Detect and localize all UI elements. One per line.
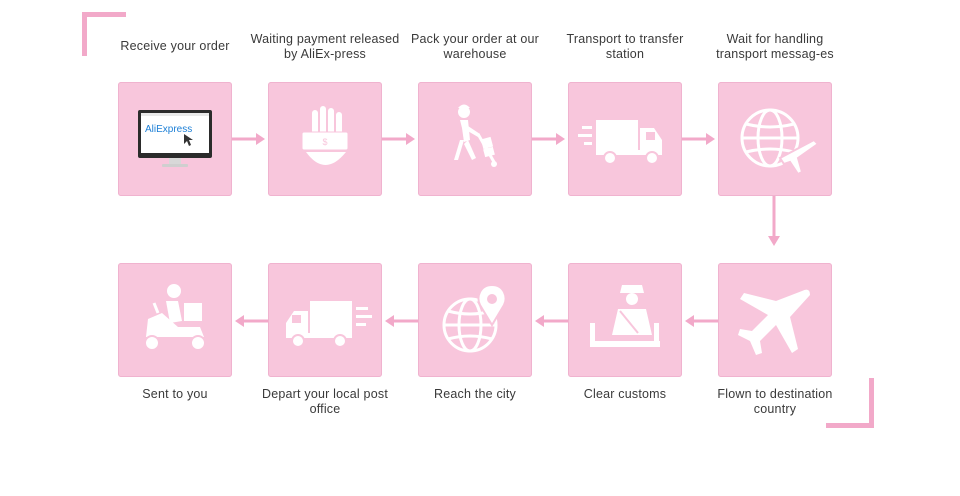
step-label-reach-city: Reach the city: [433, 387, 516, 401]
svg-text:$: $: [322, 137, 327, 147]
worker-cart-icon: [454, 104, 497, 167]
step-label-transport-station: Transport to transfer station: [566, 32, 684, 61]
flow-arrow-left: [385, 315, 418, 327]
flow-arrow-left: [685, 315, 718, 327]
flow-arrow-left: [235, 315, 268, 327]
aliexpress-screen-text: AliExpress: [145, 124, 192, 135]
step-tile-sent-to-you: [118, 263, 232, 377]
step-tile-depart-post-office: [268, 263, 382, 377]
flow-arrow-left: [535, 315, 568, 327]
globe-location-icon: [442, 283, 507, 353]
scooter-courier-icon: [144, 284, 206, 351]
step-tile-receive-order: AliExpress: [118, 82, 232, 196]
step-label-sent-to-you: Sent to you: [142, 387, 208, 401]
step-label-pack-order: Pack your order at our warehouse: [410, 32, 540, 61]
step-label-receive-order: Receive your order: [120, 39, 230, 53]
customs-officer-icon: [590, 285, 660, 347]
step-tile-clear-customs: [568, 263, 682, 377]
step-tile-flown-destination: [718, 263, 832, 377]
step-tile-wait-handling: [718, 82, 832, 196]
step-tile-waiting-payment: $: [268, 82, 382, 196]
flow-arrow-down: [768, 196, 780, 246]
computer-aliexpress-icon: AliExpress: [138, 110, 212, 167]
flow-arrow-right: [682, 133, 715, 145]
step-label-clear-customs: Clear customs: [583, 387, 667, 401]
airplane-icon: [738, 289, 810, 355]
step-label-waiting-payment: Waiting payment released by AliEx-press: [250, 32, 400, 61]
hand-payment-icon: $: [301, 106, 349, 165]
step-label-wait-handling: Wait for handling transport messag-es: [716, 32, 834, 61]
delivery-truck-icon: [286, 301, 372, 348]
step-tile-transport-station: [568, 82, 682, 196]
step-label-flown-destination: Flown to destination country: [717, 387, 833, 416]
flow-arrow-right: [232, 133, 265, 145]
flow-arrow-right: [382, 133, 415, 145]
flow-arrow-right: [532, 133, 565, 145]
step-tile-reach-city: [418, 263, 532, 377]
delivery-truck-icon: [578, 120, 662, 165]
globe-plane-icon: [740, 108, 820, 176]
step-label-depart-post-office: Depart your local post office: [262, 387, 388, 416]
step-tile-pack-order: [418, 82, 532, 196]
